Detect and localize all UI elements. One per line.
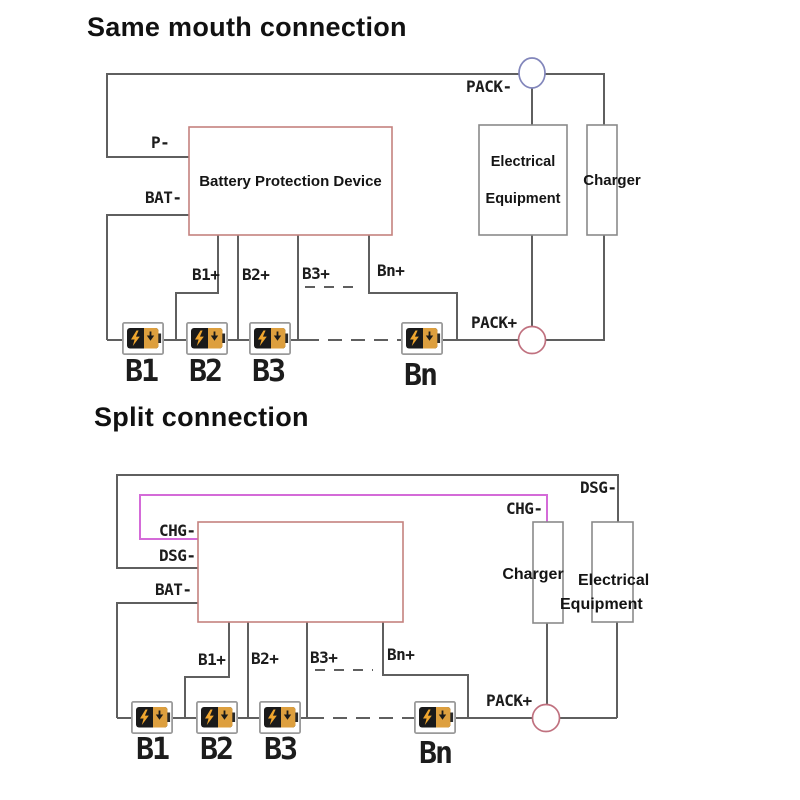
b1-plus-split-label: B1+	[198, 650, 226, 669]
battery-b3-label: B3	[252, 354, 286, 389]
pack-minus-label: PACK-	[466, 77, 512, 96]
protection-device-box-split	[197, 521, 404, 623]
electrical-equipment-label: Electrical Equipment	[479, 125, 567, 235]
dsg-minus-right-label: DSG-	[580, 478, 617, 497]
dsg-minus-left-label: DSG-	[159, 546, 196, 565]
wire-dsg-minus	[116, 474, 619, 569]
b3-plus-label: B3+	[302, 264, 330, 283]
pack-plus-split-label: PACK+	[486, 691, 532, 710]
battery-b2-icon-split	[195, 701, 239, 734]
wire-b1-plus-split	[184, 622, 230, 718]
chg-minus-left-label: CHG-	[159, 521, 196, 540]
wire-bat-minus-split	[116, 602, 198, 718]
battery-b2-split-label: B2	[200, 732, 234, 767]
bn-plus-split-label: Bn+	[387, 645, 415, 664]
b1-plus-label: B1+	[192, 265, 220, 284]
wire-b1-plus	[175, 235, 219, 340]
same-mouth-title: Same mouth connection	[87, 12, 407, 42]
battery-bn-split-label: Bn	[419, 736, 453, 771]
charger-box	[586, 124, 618, 236]
battery-b1-split-label: B1	[136, 732, 170, 767]
battery-b1-label: B1	[125, 354, 159, 389]
split-title: Split connection	[94, 402, 309, 432]
battery-b1-icon-split	[130, 701, 174, 734]
bat-minus-split-label: BAT-	[155, 580, 192, 599]
pack-plus-label: PACK+	[471, 313, 517, 332]
battery-b2-icon	[185, 321, 229, 356]
pack-plus-terminal-circle	[517, 325, 547, 355]
b2-plus-label: B2+	[242, 265, 270, 284]
p-minus-label: P-	[151, 133, 170, 152]
wire-bn-plus-split	[382, 622, 469, 718]
wire-p-minus	[106, 73, 189, 158]
chg-minus-right-label: CHG-	[506, 499, 543, 518]
charger-box-split	[532, 521, 564, 624]
electrical-equipment-label-line2: Equipment	[485, 190, 561, 207]
electrical-equipment-label-line1: Electrical	[490, 153, 556, 170]
bn-plus-label: Bn+	[377, 261, 405, 280]
electrical-split-label-line1: Electrical	[578, 572, 650, 589]
battery-bn-label: Bn	[404, 358, 438, 393]
pack-plus-terminal-circle-split	[531, 703, 561, 733]
battery-b3-icon-split	[258, 701, 302, 734]
battery-bn-icon-split	[413, 701, 457, 734]
wire-bn-plus	[368, 235, 458, 340]
b3-plus-split-label: B3+	[310, 648, 338, 667]
wire-chg-minus-magenta	[139, 494, 548, 540]
battery-protection-device-box	[188, 126, 393, 236]
electrical-equipment-box	[478, 124, 568, 236]
battery-b3-icon	[248, 321, 292, 356]
battery-bn-icon	[400, 321, 444, 356]
battery-b3-split-label: B3	[264, 732, 298, 767]
battery-protection-device-label: Battery Protection Device	[199, 172, 382, 190]
pack-minus-terminal-circle	[518, 57, 546, 89]
electrical-split-label-line2: Equipment	[560, 596, 643, 613]
bat-minus-label: BAT-	[145, 188, 182, 207]
battery-b1-icon	[122, 321, 165, 356]
charger-split-label: Charger	[502, 566, 564, 583]
battery-b2-label: B2	[189, 354, 223, 389]
b2-plus-split-label: B2+	[251, 649, 279, 668]
charger-label: Charger	[583, 171, 641, 189]
electrical-equipment-box-split	[591, 521, 634, 623]
